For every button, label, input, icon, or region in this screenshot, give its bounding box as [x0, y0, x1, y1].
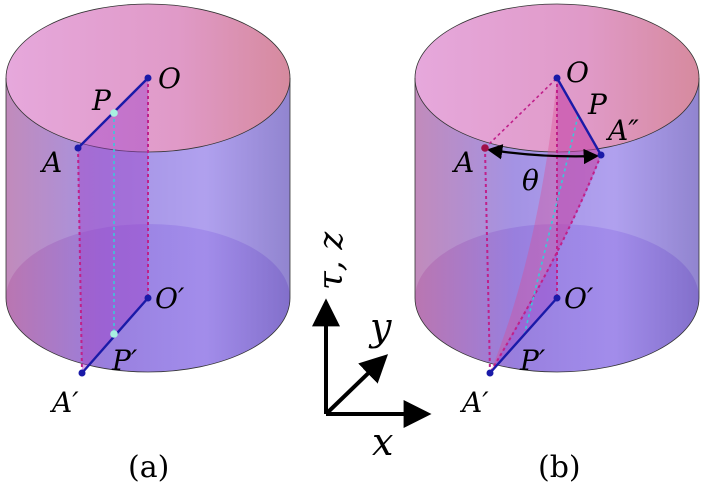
point-b-Adprime: [597, 151, 605, 159]
axis-label-depth: y: [368, 305, 392, 349]
theta-arc: [486, 144, 600, 165]
panel-b: O P A″ A θ O′ P′ A′ (b): [414, 3, 700, 485]
axis-label-horizontal: x: [372, 420, 393, 464]
label-b-A: A: [451, 146, 474, 179]
label-a-Aprime: A′: [49, 386, 79, 419]
axis-label-vertical: τ, z: [311, 231, 351, 290]
point-P: [110, 109, 118, 117]
label-a-Pprime: P′: [111, 344, 138, 377]
point-Pprime: [110, 330, 118, 338]
dashed-b-cyan-curve: [523, 115, 579, 337]
point-b-O: [553, 74, 561, 82]
point-b-Aprime: [486, 369, 494, 377]
label-b-Oprime: O′: [564, 282, 594, 315]
dashed-b-A-Aprime: [484, 147, 491, 374]
label-a-A: A: [39, 146, 62, 179]
point-b-A: [481, 144, 489, 152]
label-a-P: P: [91, 84, 112, 117]
label-b-Pprime: P′: [519, 344, 546, 377]
label-b-O: O: [566, 56, 589, 89]
cylinder-a-bottom-rim: [5, 297, 291, 373]
panel-a: O P A O′ P′ A′ (a): [5, 3, 291, 485]
dashed-b-Adprime-Aprime: [489, 154, 602, 374]
label-b-theta: θ: [522, 164, 539, 197]
segment-b-O-Adprime: [555, 77, 603, 156]
point-O: [144, 74, 152, 82]
label-b-P: P: [587, 88, 608, 121]
point-Oprime: [144, 294, 152, 302]
cylinder-a-side: [6, 78, 290, 372]
plane-a: [78, 78, 148, 373]
label-a-Oprime: O′: [155, 282, 185, 315]
caption-b: (b): [538, 450, 581, 485]
label-a-O: O: [158, 62, 181, 95]
dashed-b-A-O: [484, 77, 558, 149]
point-A: [74, 144, 82, 152]
point-b-Oprime: [553, 294, 561, 302]
caption-a: (a): [128, 450, 169, 485]
cylinder-b-bottom-rim: [414, 297, 700, 373]
segment-b-Aprime-Oprime: [489, 297, 558, 374]
point-Aprime: [78, 369, 86, 377]
axis-depth: [324, 354, 389, 416]
label-b-Aprime: A′: [459, 386, 489, 419]
dashed-A-Aprime: [77, 147, 83, 374]
axes: τ, z y x: [311, 231, 432, 464]
label-b-Adprime: A″: [605, 114, 639, 147]
